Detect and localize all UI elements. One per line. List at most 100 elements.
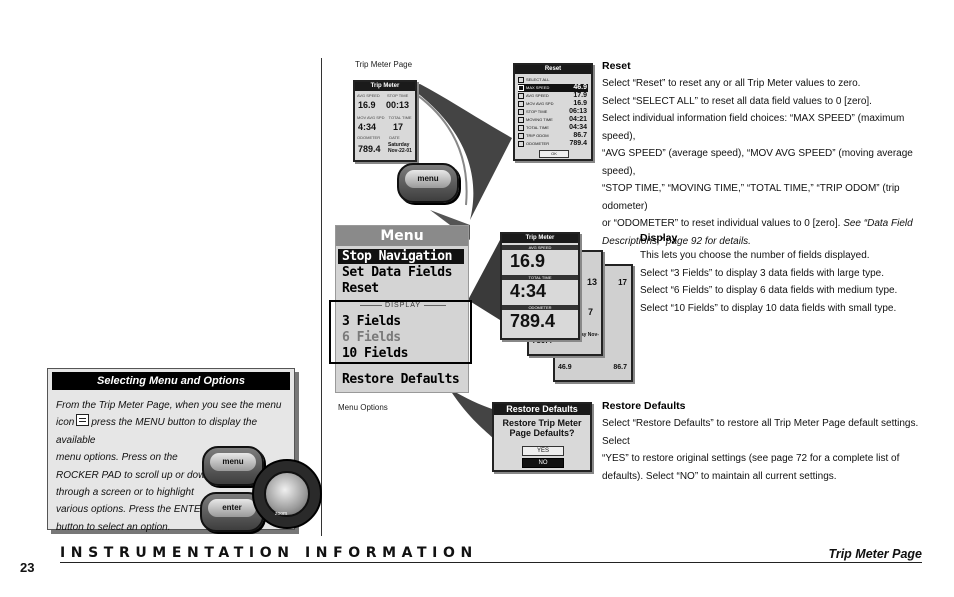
restore-heading: Restore Defaults xyxy=(602,400,686,412)
reset-line: Select “Reset” to reset any or all Trip … xyxy=(602,78,861,89)
checkbox-icon xyxy=(518,76,524,83)
checkbox-icon xyxy=(518,132,524,139)
yes-button-graphic: YES xyxy=(522,446,564,456)
menu-button-label: menu xyxy=(210,453,256,471)
trip-meter-caption: Trip Meter Page xyxy=(355,60,413,69)
screen-title: Reset xyxy=(515,65,591,74)
reset-row-value: 16.9 xyxy=(573,100,587,107)
tip-line: through a screen or to highlight xyxy=(56,487,194,499)
checkbox-icon xyxy=(518,100,524,107)
tip-line: menu options. Press on the xyxy=(56,452,178,464)
menu-button-graphic: menu xyxy=(397,163,459,203)
rocker-pad-icon xyxy=(264,471,310,517)
screen-title: Trip Meter xyxy=(502,234,578,243)
menu-item-set-data-fields: Set Data Fields xyxy=(342,265,452,280)
tip-line: press the MENU button to display the ava… xyxy=(56,417,257,446)
checkbox-icon xyxy=(518,108,524,115)
menu-item-3-fields: 3 Fields xyxy=(342,314,401,329)
field-label: ODOMETER xyxy=(502,305,578,310)
field-label: AVG SPEED xyxy=(502,245,578,250)
reset-row-value: 17.9 xyxy=(573,92,587,99)
no-button-graphic: NO xyxy=(522,458,564,468)
tip-line: button to select an option. xyxy=(56,521,171,533)
menu-options-screen: Menu Stop Navigation Set Data Fields Res… xyxy=(335,225,469,393)
field-value: 17 xyxy=(393,122,404,132)
field-value: 16.9 xyxy=(510,251,546,271)
field-value: 789.4 xyxy=(358,144,381,154)
column-divider xyxy=(321,58,322,536)
field-value: 16.9 xyxy=(358,100,376,110)
reset-line: “STOP TIME,” “MOVING TIME,” “TOTAL TIME,… xyxy=(602,183,900,212)
field-value: 4:34 xyxy=(358,122,377,132)
field-value: Saturday Nov-22-01 xyxy=(388,142,412,154)
reset-row-value: 04:34 xyxy=(569,124,587,131)
rocker-pad-graphic xyxy=(252,459,322,529)
enter-button-graphic: enter xyxy=(200,492,264,532)
restore-question: Restore Trip Meter Page Defaults? xyxy=(502,418,582,438)
menu-title: Menu xyxy=(336,226,468,246)
ok-button-graphic: OK xyxy=(539,150,569,158)
reset-row-label: MOV AVG SPD xyxy=(526,101,554,106)
reset-row-value: 06:13 xyxy=(569,108,587,115)
reset-line: Select “SELECT ALL” to reset all data fi… xyxy=(602,95,872,107)
reset-row-label: STOP TIME xyxy=(526,109,548,114)
reset-row-label: AVG SPEED xyxy=(526,93,549,98)
display-screen-3-fields: Trip Meter AVG SPEED 16.9 TOTAL TIME 4:3… xyxy=(500,232,580,340)
field-value: 13 xyxy=(586,277,597,287)
reset-row-value: 46.9 xyxy=(573,84,587,91)
reset-row: SELECT ALL xyxy=(518,76,588,84)
restore-defaults-screen: Restore Defaults Restore Trip Meter Page… xyxy=(492,402,592,472)
reset-row-label: MAX SPEED xyxy=(526,85,550,90)
display-line: Select “6 Fields” to display 6 data fiel… xyxy=(640,285,898,296)
reset-row: MAX SPEED 46.9 xyxy=(518,84,588,92)
field-value: 17 xyxy=(618,278,627,287)
enter-button-label: enter xyxy=(208,499,256,517)
field-value: 7 xyxy=(587,307,593,317)
reset-line: or “ODOMETER” to reset individual values… xyxy=(602,218,841,229)
screen-title: Restore Defaults xyxy=(494,404,590,415)
reset-row-label: SELECT ALL xyxy=(526,77,550,82)
menu-item-6-fields: 6 Fields xyxy=(342,330,401,345)
reset-row: AVG SPEED 17.9 xyxy=(518,92,588,100)
tip-line: From the Trip Meter Page, when you see t… xyxy=(56,400,282,411)
field-value: 86.7 xyxy=(613,364,627,371)
field-value: 00:13 xyxy=(386,100,410,110)
tip-box-body: From the Trip Meter Page, when you see t… xyxy=(56,397,296,536)
restore-section: Restore Defaults Select “Restore Default… xyxy=(602,400,932,485)
menu-item-restore-defaults: Restore Defaults xyxy=(342,372,460,387)
menu-button-label: menu xyxy=(405,170,451,188)
field-value: 4:34 xyxy=(510,281,547,301)
display-section-label: DISPLAY xyxy=(342,302,464,312)
display-line: This lets you choose the number of field… xyxy=(640,250,870,261)
field-label: AVG SPEED xyxy=(357,93,380,98)
checkbox-icon xyxy=(518,92,524,99)
page-number: 23 xyxy=(20,560,35,575)
field-label: TOTAL TIME xyxy=(388,115,412,120)
zoom-button-label: zoom xyxy=(275,511,288,517)
reset-row-value: 04:21 xyxy=(569,116,587,123)
tip-line: ROCKER PAD to scroll up or down xyxy=(56,469,211,481)
reset-reference: See “Data Field xyxy=(843,218,913,229)
reset-row: MOV AVG SPD 16.9 xyxy=(518,100,588,108)
menu-item-stop-navigation: Stop Navigation xyxy=(338,249,464,264)
display-line: Select “10 Fields” to display 10 data fi… xyxy=(640,302,897,314)
checkbox-icon xyxy=(518,84,524,91)
display-line: Select “3 Fields” to display 3 data fiel… xyxy=(640,267,885,279)
footer-rule xyxy=(60,562,922,563)
tip-line: various options. Press the ENTER xyxy=(56,504,208,516)
reset-line: Select individual information field choi… xyxy=(602,113,905,142)
reset-row: STOP TIME 06:13 xyxy=(518,108,588,116)
restore-line: Select “Restore Defaults” to restore all… xyxy=(602,418,919,447)
reset-row-label: ODOMETER xyxy=(526,141,550,146)
field-value: 789.4 xyxy=(510,311,556,331)
menu-item-10-fields: 10 Fields xyxy=(342,346,408,361)
restore-line: “YES” to restore original settings (see … xyxy=(602,453,900,464)
menu-icon xyxy=(76,414,90,427)
section-title: INSTRUMENTATION INFORMATION xyxy=(60,545,478,561)
field-label: MOV AVG SPD xyxy=(357,115,385,120)
reset-reference: Descriptions,” page 92 for details. xyxy=(602,235,751,247)
